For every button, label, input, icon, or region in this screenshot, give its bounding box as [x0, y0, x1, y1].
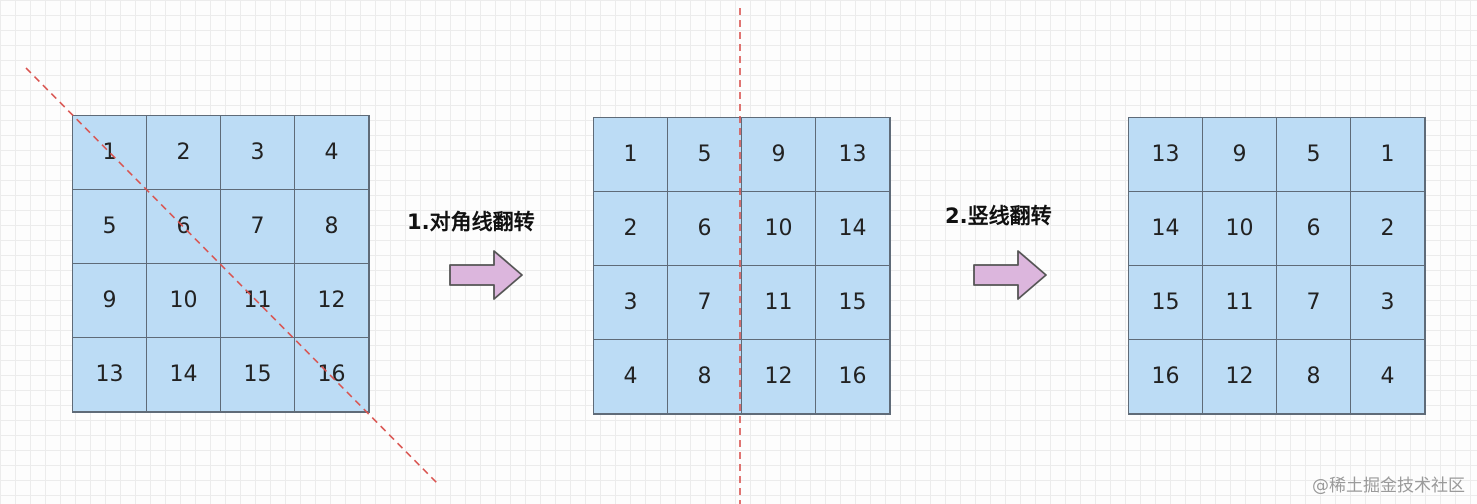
matrix-cell: 16: [815, 339, 890, 414]
matrix-cell: 2: [1350, 191, 1425, 266]
matrix-cell: 12: [741, 339, 816, 414]
matrix-cell: 15: [815, 265, 890, 340]
matrix-cell: 9: [1202, 117, 1277, 192]
matrix-cell: 5: [667, 117, 742, 192]
matrix-cell: 14: [1128, 191, 1203, 266]
matrix-cell: 16: [1128, 339, 1203, 414]
matrix-cell: 5: [72, 189, 147, 264]
matrix-cell: 7: [667, 265, 742, 340]
matrix-cell: 13: [1128, 117, 1203, 192]
matrix-cell: 4: [1350, 339, 1425, 414]
matrix-cell: 8: [294, 189, 369, 264]
matrix-cell: 4: [294, 115, 369, 190]
matrix-cell: 14: [815, 191, 890, 266]
matrix-cell: 10: [146, 263, 221, 338]
matrix-cell: 11: [220, 263, 295, 338]
matrix-cell: 14: [146, 337, 221, 412]
step2-label: 2.竖线翻转: [945, 204, 1052, 228]
matrix-cell: 11: [1202, 265, 1277, 340]
matrix-cell: 12: [294, 263, 369, 338]
matrix-cell: 8: [1276, 339, 1351, 414]
matrix-cell: 11: [741, 265, 816, 340]
matrix-cell: 13: [815, 117, 890, 192]
matrix-cell: 12: [1202, 339, 1277, 414]
matrix-cell: 2: [593, 191, 668, 266]
right-arrow-icon: [973, 250, 1047, 300]
matrix-cell: 10: [741, 191, 816, 266]
matrix-cell: 9: [72, 263, 147, 338]
matrix-cell: 3: [220, 115, 295, 190]
right-arrow-icon: [449, 250, 523, 300]
matrix-cell: 13: [72, 337, 147, 412]
matrix-cell: 1: [72, 115, 147, 190]
matrix-cell: 8: [667, 339, 742, 414]
matrix-cell: 4: [593, 339, 668, 414]
matrix-cell: 15: [220, 337, 295, 412]
matrix-cell: 1: [1350, 117, 1425, 192]
matrix-cell: 7: [220, 189, 295, 264]
matrix-cell: 16: [294, 337, 369, 412]
matrix-cell: 6: [1276, 191, 1351, 266]
matrix-cell: 6: [667, 191, 742, 266]
matrix-cell: 3: [593, 265, 668, 340]
matrix-cell: 5: [1276, 117, 1351, 192]
matrix-cell: 2: [146, 115, 221, 190]
matrix-cell: 3: [1350, 265, 1425, 340]
matrix-cell: 15: [1128, 265, 1203, 340]
matrix-cell: 1: [593, 117, 668, 192]
matrix-cell: 10: [1202, 191, 1277, 266]
matrix-cell: 6: [146, 189, 221, 264]
matrix-cell: 9: [741, 117, 816, 192]
watermark: @稀土掘金技术社区: [1312, 476, 1465, 496]
step1-label: 1.对角线翻转: [407, 210, 535, 234]
matrix-cell: 7: [1276, 265, 1351, 340]
